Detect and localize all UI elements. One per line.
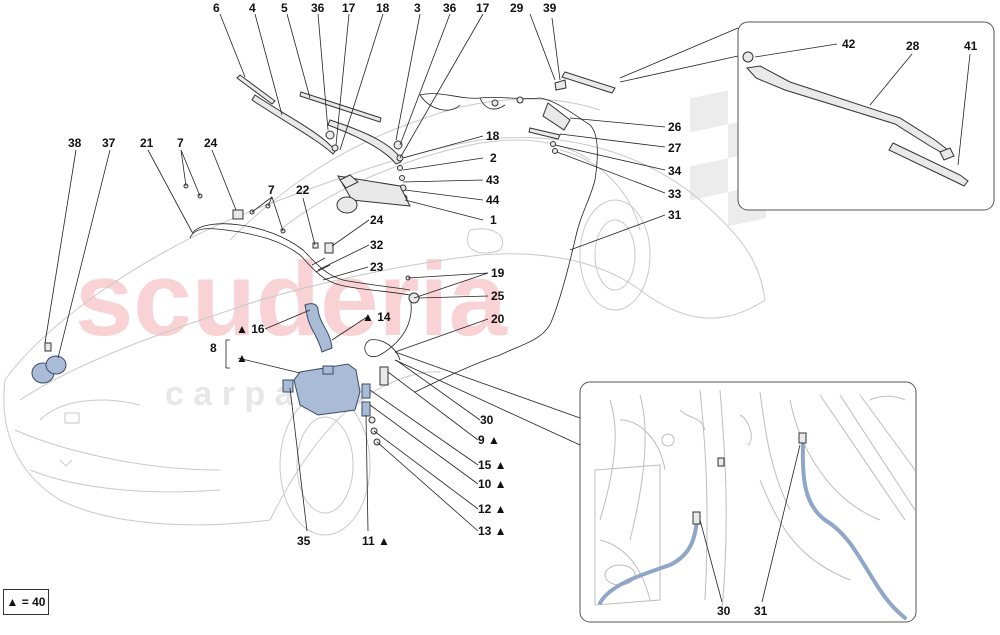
wiper-assembly: [236, 71, 616, 214]
wiring-harness: [414, 93, 598, 393]
callout-36-right: 36: [443, 1, 457, 15]
callout-18-lower: 18: [486, 129, 500, 143]
callout-15: 15 ▲: [478, 458, 507, 472]
callout-20: 20: [491, 312, 505, 326]
callout-32: 32: [370, 238, 384, 252]
callout-18: 18: [376, 1, 390, 15]
callout-19: 19: [491, 266, 505, 280]
callout-30: 30: [480, 413, 494, 427]
callout-5: 5: [281, 1, 288, 15]
callout-30-detail: 30: [717, 604, 731, 618]
wiper-arm-center: [327, 119, 402, 165]
callout-41: 41: [964, 39, 978, 53]
callout-4: 4: [249, 1, 256, 15]
callout-36: 36: [311, 1, 325, 15]
legend-box: ▲ = 40: [3, 589, 49, 615]
callout-44: 44: [486, 193, 500, 207]
washer-reservoir: [282, 303, 389, 446]
callout-12: 12 ▲: [478, 502, 507, 516]
wiper-blade-left: [236, 74, 276, 105]
callout-11: 11 ▲: [362, 534, 390, 548]
callout-3: 3: [414, 1, 421, 15]
car-body-outline: [3, 98, 766, 536]
filler-neck: [304, 303, 333, 353]
callout-8-triangle: ▲: [236, 351, 248, 365]
callout-24-lower: 24: [370, 213, 384, 227]
callout-33: 33: [668, 187, 682, 201]
callout-1: 1: [490, 213, 497, 227]
wiper-blade-center: [299, 91, 382, 123]
callout-21: 21: [140, 136, 154, 150]
detail-box-hose-routing: [394, 351, 917, 623]
watermark-brand: scuderia: [75, 241, 508, 358]
callout-14: ▲ 14: [362, 310, 391, 324]
callout-27: 27: [668, 141, 682, 155]
callout-16: ▲ 16: [236, 322, 265, 336]
callout-29: 29: [510, 1, 524, 15]
washer-hoses: [189, 223, 412, 361]
callout-38: 38: [68, 136, 82, 150]
callout-8: 8: [210, 341, 217, 355]
callout-labels: 6 4 5 36 17 18 3 36 17 29 39 42 28 41 26…: [68, 1, 978, 618]
callout-23: 23: [370, 260, 384, 274]
wiper-arm-left: [251, 94, 337, 155]
callout-22: 22: [296, 183, 310, 197]
callout-39: 39: [543, 1, 557, 15]
callout-37: 37: [102, 136, 116, 150]
callout-35: 35: [297, 534, 311, 548]
callout-9: 9 ▲: [478, 433, 500, 447]
callout-13: 13 ▲: [478, 524, 507, 538]
horns: [31, 342, 67, 384]
callout-31: 31: [668, 208, 682, 222]
rear-wiper-blade: [561, 71, 616, 94]
callout-24: 24: [204, 136, 218, 150]
callout-6: 6: [213, 1, 220, 15]
callout-17: 17: [342, 1, 356, 15]
callout-34: 34: [668, 164, 682, 178]
callout-25: 25: [491, 289, 505, 303]
callout-43: 43: [486, 173, 500, 187]
callout-42: 42: [842, 37, 856, 51]
callout-2: 2: [490, 151, 497, 165]
callout-7: 7: [177, 136, 184, 150]
callout-26: 26: [668, 120, 682, 134]
callout-7-lower: 7: [268, 183, 275, 197]
callout-17-right: 17: [476, 1, 490, 15]
detail-box-rear-wiper: [619, 21, 995, 211]
callout-31-detail: 31: [754, 604, 768, 618]
leader-lines: [44, 13, 971, 603]
callout-10: 10 ▲: [478, 477, 507, 491]
callout-28: 28: [906, 39, 920, 53]
legend-text: ▲ = 40: [6, 595, 46, 609]
